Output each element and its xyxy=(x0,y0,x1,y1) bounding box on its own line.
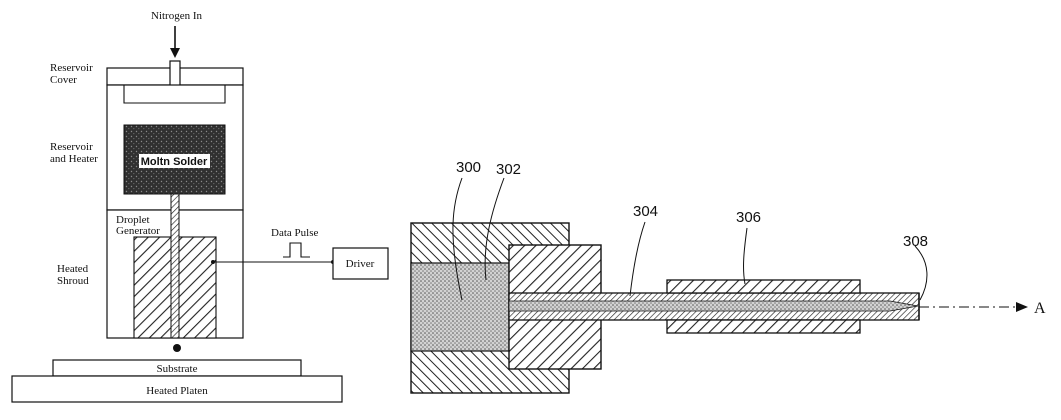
capillary-bore xyxy=(508,300,919,312)
data-pulse-label: Data Pulse xyxy=(271,227,318,239)
sleeve-306-upper xyxy=(666,279,861,294)
molten-solder-label: Moltn Solder xyxy=(141,156,208,168)
driver-box xyxy=(332,247,389,280)
reservoir-cover-label-1: Reservoir xyxy=(50,62,93,74)
axis-label-a: A xyxy=(1034,300,1046,317)
leader-line-304 xyxy=(629,221,646,297)
droplet-generator-label-2: Generator xyxy=(116,225,160,237)
reservoir-cover-label-2: Cover xyxy=(50,74,77,86)
solder-jet-diagram: Nitrogen In Reservoir Cover Moltn Solder… xyxy=(11,10,389,403)
nitrogen-arrow-icon xyxy=(170,26,180,58)
leader-line-308 xyxy=(914,245,928,301)
reservoir-heater-label-1: Reservoir xyxy=(50,141,93,153)
heated-shroud-label-2: Shroud xyxy=(57,275,89,287)
solder-droplet xyxy=(173,344,181,352)
wire-junction-dot xyxy=(211,260,215,264)
heated-shroud-label-1: Heated xyxy=(57,263,89,275)
axis-arrow-icon xyxy=(1016,302,1028,312)
callout-304: 304 xyxy=(633,203,658,220)
callout-308: 308 xyxy=(903,233,928,250)
reservoir-heater-label-2: and Heater xyxy=(50,153,98,165)
inner-cavity-300 xyxy=(410,262,510,352)
droplet-nozzle xyxy=(170,193,180,339)
heated-platen-label: Heated Platen xyxy=(146,385,208,397)
leader-line-306 xyxy=(743,227,748,285)
sleeve-306-lower xyxy=(666,319,861,334)
callout-300: 300 xyxy=(456,159,481,176)
molten-solder-label-box xyxy=(139,154,210,168)
callout-302: 302 xyxy=(496,161,521,178)
leader-line-302 xyxy=(484,177,505,281)
nitrogen-in-label: Nitrogen In xyxy=(151,10,203,22)
nozzle-cross-section-diagram: A 300 302 304 306 308 xyxy=(410,159,1046,394)
substrate-label: Substrate xyxy=(157,363,198,375)
reservoir-inner-wall xyxy=(123,85,226,104)
leader-line-300 xyxy=(452,177,463,301)
driver-label: Driver xyxy=(346,258,375,270)
data-pulse-icon xyxy=(283,242,310,258)
callout-306: 306 xyxy=(736,209,761,226)
heated-platen xyxy=(11,375,343,403)
droplet-generator-label-1: Droplet xyxy=(116,214,150,226)
